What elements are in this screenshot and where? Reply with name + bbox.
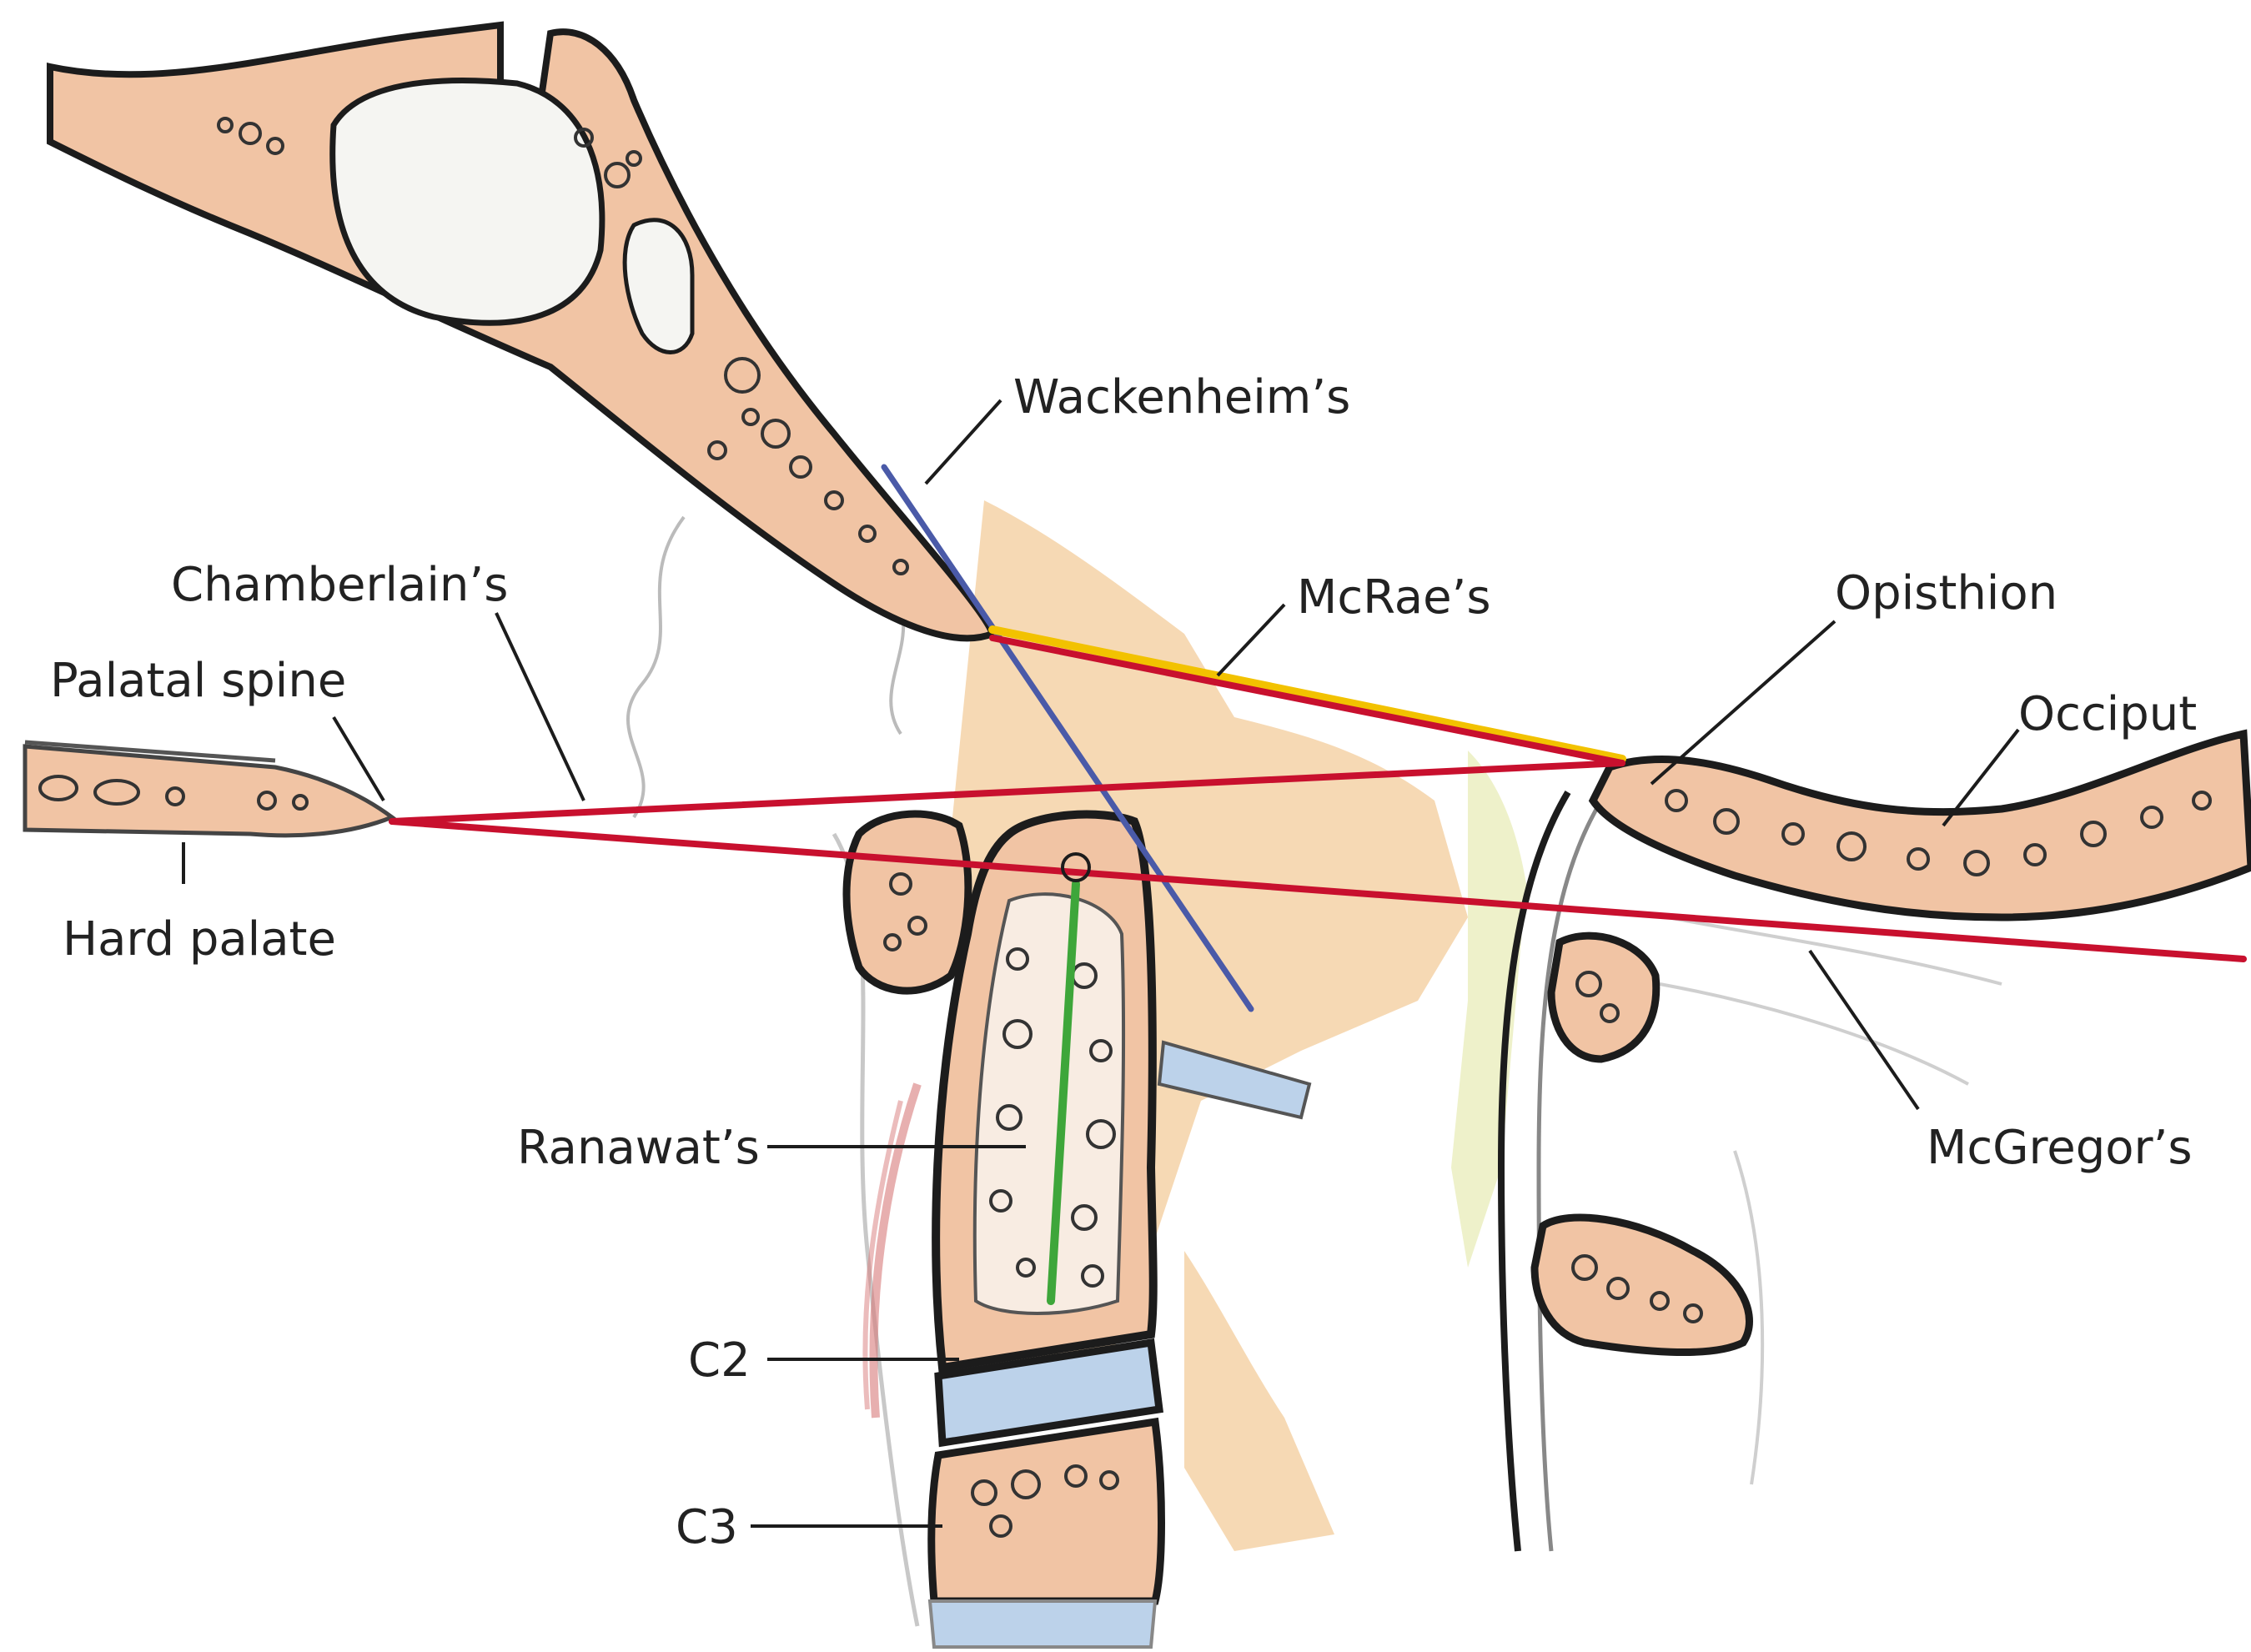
c3-vertebra [930,1422,1162,1647]
atlas-anterior-arch [847,814,968,991]
label-palatal-spine: Palatal spine [50,654,346,708]
chamberlain-leader [496,613,584,801]
label-hard-palate: Hard palate [63,912,336,967]
label-chamberlain: Chamberlain’s [171,558,508,612]
mcgregor-leader [1810,951,1918,1109]
label-opisthion: Opisthion [1835,566,2058,620]
occiput-bone [1593,734,2251,917]
clivus-bone [50,25,992,638]
label-wackenheim: Wackenheim’s [1013,370,1350,424]
wackenheim-leader [926,400,1001,484]
mcrae-leader [1218,605,1284,675]
c2-spinous-process [1535,1218,1750,1353]
label-ranawat: Ranawat’s [517,1121,760,1175]
hard-palate-bone [25,742,392,836]
atlas-posterior-arch [1551,936,1656,1059]
label-c3: C3 [676,1500,738,1554]
label-mcgregor: McGregor’s [1927,1121,2193,1175]
label-c2: C2 [688,1333,751,1388]
soft-tissue-background [628,500,2002,1626]
label-mcrae: McRae’s [1297,570,1491,625]
opisthion-leader [1651,621,1835,784]
label-occiput: Occiput [2018,687,2197,741]
